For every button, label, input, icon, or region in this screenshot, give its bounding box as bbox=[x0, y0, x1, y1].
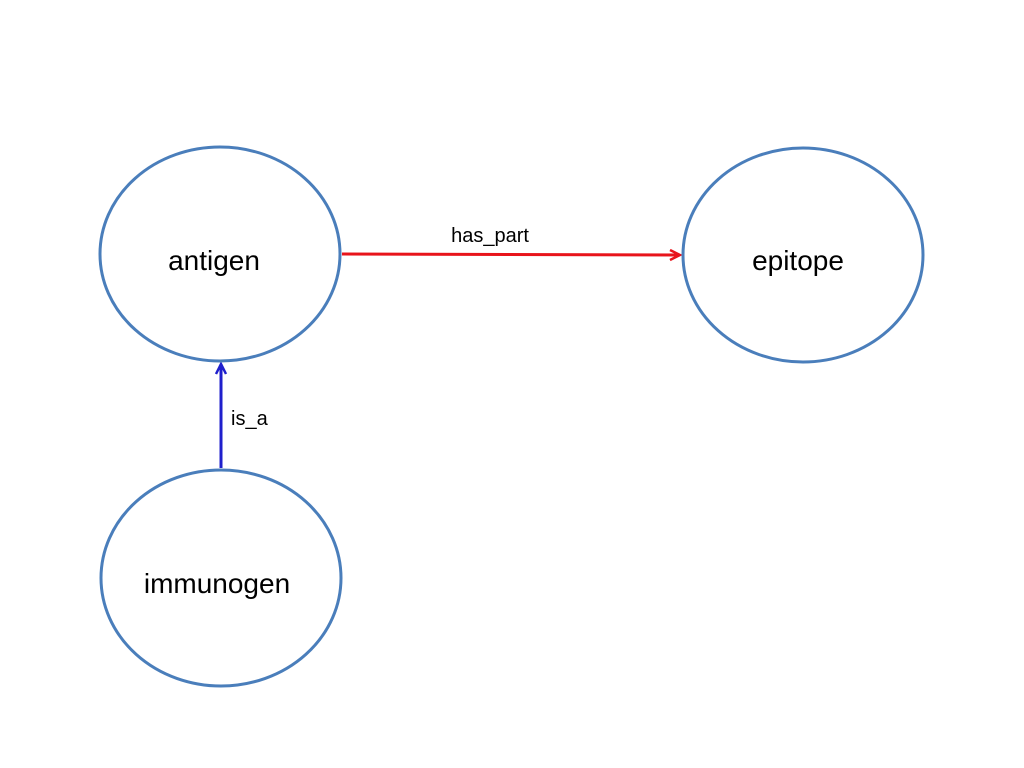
has-part-label: has_part bbox=[451, 225, 529, 247]
edge-has-part: has_part bbox=[341, 225, 680, 255]
node-epitope: epitope bbox=[681, 146, 925, 364]
node-antigen-circle bbox=[98, 145, 342, 363]
node-antigen-label: antigen bbox=[168, 245, 260, 276]
node-antigen: antigen bbox=[98, 145, 342, 363]
node-epitope-label: epitope bbox=[752, 245, 844, 276]
node-immunogen-label: immunogen bbox=[144, 568, 290, 599]
edge-is-a: is_a bbox=[221, 364, 269, 468]
node-immunogen-circle bbox=[99, 468, 343, 688]
node-epitope-circle bbox=[681, 146, 925, 364]
is-a-label: is_a bbox=[231, 408, 269, 430]
has-part-arrow bbox=[341, 254, 680, 255]
node-immunogen: immunogen bbox=[99, 468, 343, 688]
